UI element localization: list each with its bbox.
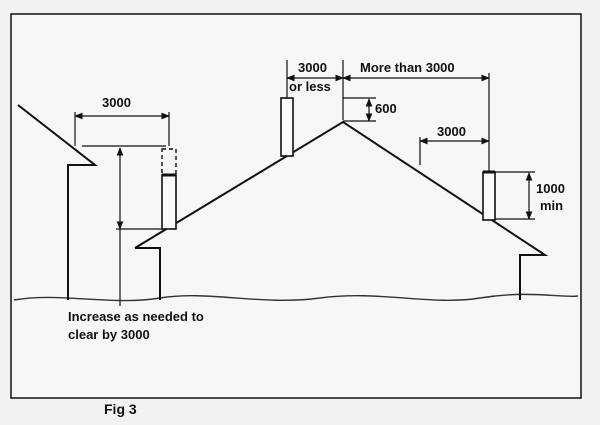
ridge-flue [280, 97, 294, 157]
min-value-label: 1000 [536, 181, 565, 196]
min-text-label: min [540, 198, 563, 213]
left-building [17, 104, 98, 300]
main-house-roof [134, 120, 549, 300]
flue-extension-dashed [161, 148, 177, 176]
more-than-label: More than 3000 [360, 60, 455, 75]
note-line-1: Increase as needed to [68, 309, 204, 324]
note-line-2: clear by 3000 [68, 327, 150, 342]
ridge-height-label: 600 [375, 101, 397, 116]
right-gap-label: 3000 [437, 124, 466, 139]
orless-value-label: 3000 [298, 60, 327, 75]
left-gap-label: 3000 [102, 95, 131, 110]
ground-line [13, 293, 579, 302]
orless-text-label: or less [289, 79, 331, 94]
figure-caption: Fig 3 [104, 401, 137, 417]
right-flue [482, 171, 496, 221]
left-flue [161, 174, 177, 230]
main-house-left-wall [135, 247, 161, 300]
